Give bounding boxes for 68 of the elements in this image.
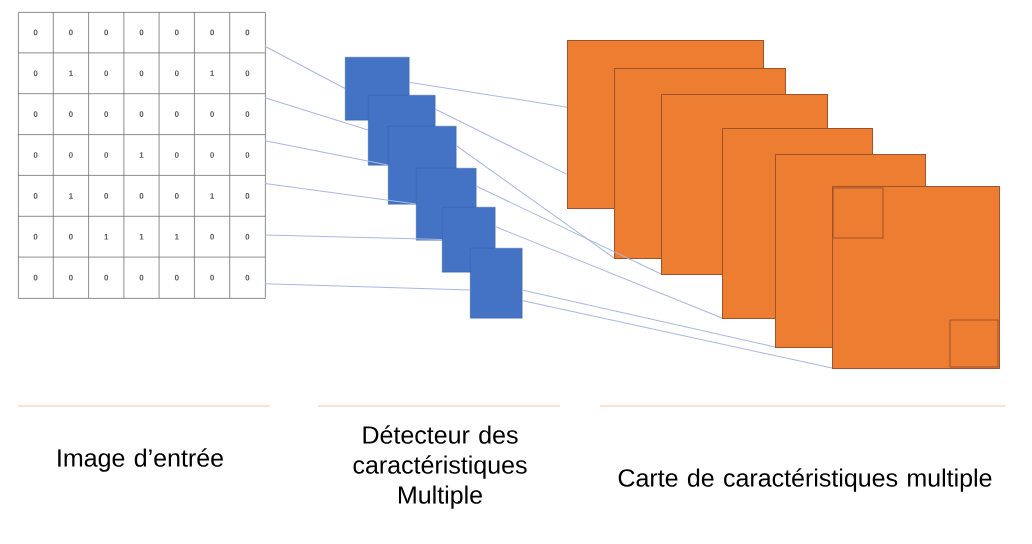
cell-digit: 0 (69, 274, 73, 281)
cell-digit: 0 (245, 233, 250, 240)
connector-line (434, 108, 568, 175)
cell-digit: 0 (174, 274, 179, 281)
cell-digit: 0 (69, 233, 73, 240)
cell-digit: 0 (245, 152, 250, 158)
cell-digit: 1 (104, 233, 109, 240)
cell-digit: 0 (104, 152, 109, 158)
cell-digit: 1 (139, 152, 144, 158)
connector-line (264, 45, 346, 89)
connector-line (494, 226, 723, 319)
caption: Détecteur des caractéristiques Multiple (353, 425, 527, 509)
cell-digit: 0 (33, 274, 38, 281)
cell-digit: 0 (139, 111, 144, 117)
connector-line (264, 140, 389, 166)
cell-digit: 1 (210, 193, 215, 199)
cell-digit: 0 (174, 70, 179, 77)
caption: Carte de caractéristiques multiple (618, 468, 992, 492)
cell-digit: 0 (245, 274, 250, 281)
cell-digit: 0 (33, 233, 38, 240)
cell-digit: 0 (33, 111, 38, 117)
cell-digit: 1 (139, 233, 144, 240)
connector-line (264, 283, 471, 291)
cell-digit: 0 (245, 193, 250, 199)
cell-digit: 0 (139, 193, 144, 199)
cell-digit: 0 (33, 29, 38, 36)
input-grid (17, 11, 266, 299)
cell-digit: 1 (210, 70, 215, 77)
connector-line (521, 300, 833, 369)
cell-digit: 0 (69, 29, 73, 36)
cell-digit: 0 (33, 193, 38, 199)
cell-digit: 0 (174, 193, 179, 199)
cell-digit: 0 (69, 152, 73, 158)
cell-digit: 0 (210, 233, 214, 240)
connector-line (455, 145, 615, 259)
filter-square (470, 248, 523, 319)
cell-digit: 0 (139, 29, 144, 36)
connector-line (521, 289, 776, 348)
connector-line (264, 97, 369, 131)
cell-digit: 0 (210, 152, 214, 158)
cell-digit: 0 (69, 111, 73, 117)
cell-digit: 0 (174, 29, 179, 36)
cell-digit: 0 (245, 70, 250, 77)
connector-line (475, 185, 662, 275)
cell-digit: 0 (104, 274, 109, 281)
cell-digit: 1 (69, 193, 73, 199)
feature-map (832, 186, 1000, 369)
cell-digit: 0 (104, 111, 109, 117)
cell-digit: 0 (174, 152, 179, 158)
cell-digit: 0 (210, 111, 214, 117)
cell-digit: 0 (33, 152, 38, 158)
cell-digit: 0 (139, 70, 144, 77)
cell-digit: 0 (245, 111, 250, 117)
connector-line (264, 183, 417, 205)
cell-digit: 0 (139, 274, 144, 281)
caption: Image d’entrée (58, 448, 223, 472)
cell-digit: 0 (210, 29, 214, 36)
cell-digit: 0 (104, 29, 109, 36)
cell-digit: 0 (174, 111, 179, 117)
cell-digit: 0 (104, 193, 109, 199)
cell-digit: 0 (104, 70, 109, 77)
cell-digit: 1 (69, 70, 73, 77)
cell-digit: 1 (175, 233, 179, 240)
cell-digit: 0 (245, 29, 250, 36)
cell-digit: 0 (210, 274, 214, 281)
connector-line (264, 234, 443, 240)
connector-line (408, 81, 568, 108)
cell-digit: 0 (33, 70, 38, 77)
